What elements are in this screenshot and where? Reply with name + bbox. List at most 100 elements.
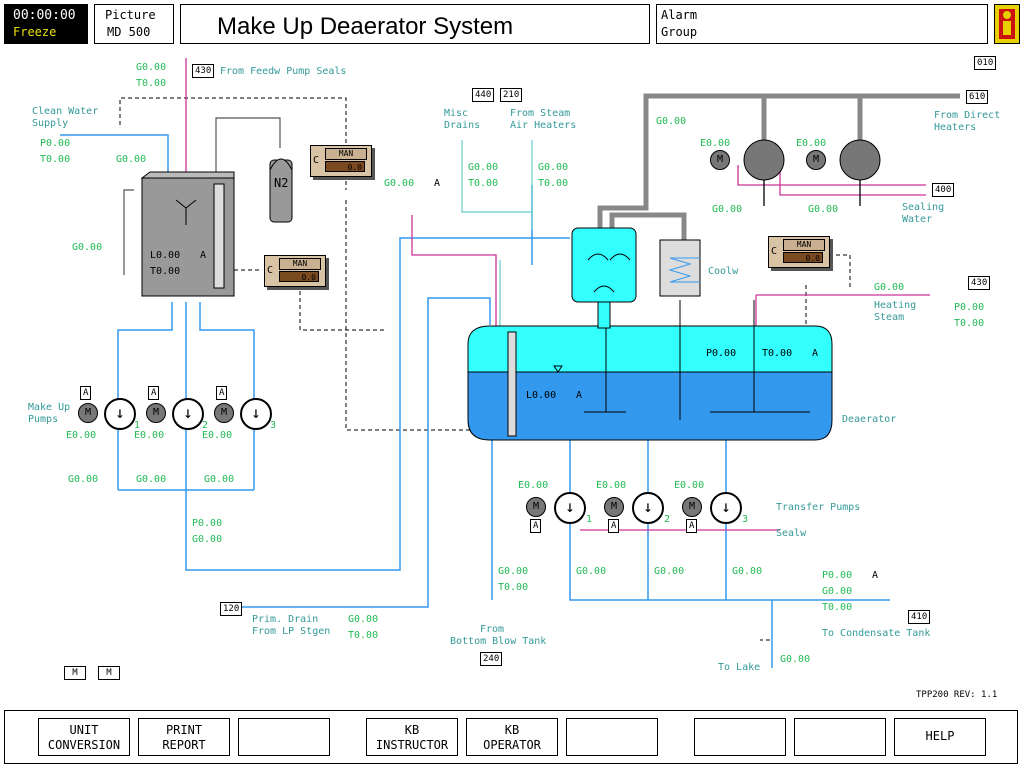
label-deaerator: Deaerator (842, 414, 897, 425)
pump-num-tp3: 3 (742, 514, 749, 525)
motor-sealing-2[interactable]: M (806, 150, 826, 170)
auto-box-mu3[interactable]: A (216, 386, 228, 400)
ref-120[interactable]: 120 (220, 602, 243, 616)
label-to-lake: To Lake (718, 662, 761, 673)
val-cw-t: T0.00 (40, 154, 71, 165)
pump-transfer-3[interactable]: ↓ (710, 492, 742, 524)
label-from-steam-2: Air Heaters (510, 120, 577, 131)
val-dea-p: P0.00 (706, 348, 737, 359)
alarm-group-button[interactable]: Alarm Group (656, 4, 988, 44)
auto-box-mu2[interactable]: A (148, 386, 160, 400)
val-cond-g: G0.00 (822, 586, 853, 597)
val-relief-g: G0.00 (384, 178, 415, 189)
motor-makeup-2[interactable]: M (146, 403, 166, 423)
controller-output: 0.0 (325, 161, 365, 172)
val-seal-g1: G0.00 (712, 204, 743, 215)
label-clean-water-1: Clean Water (32, 106, 99, 117)
emblem-logo (994, 4, 1020, 44)
motor-makeup-3[interactable]: M (214, 403, 234, 423)
controller-makeup-level[interactable]: C MAN 0.0 (310, 145, 372, 177)
val-tp-g1: G0.00 (576, 566, 607, 577)
controller-output: 0.0 (783, 252, 823, 263)
ref-410[interactable]: 410 (908, 610, 931, 624)
label-prim-1: Prim. Drain (252, 614, 319, 625)
label-coolw: Coolw (708, 266, 739, 277)
alarm-label-1: Alarm (661, 8, 698, 22)
pump-transfer-1[interactable]: ↓ (554, 492, 586, 524)
val-heat-g: G0.00 (874, 282, 905, 293)
label-prim-2: From LP Stgen (252, 626, 331, 637)
label-transfer: Transfer Pumps (776, 502, 861, 513)
label-from-steam-1: From Steam (510, 108, 571, 119)
val-cw-g: G0.00 (116, 154, 147, 165)
pump-makeup-1[interactable]: ↓ (104, 398, 136, 430)
blank-button-4[interactable] (794, 718, 886, 756)
ref-400[interactable]: 400 (932, 183, 955, 197)
pump-num-tp1: 1 (586, 514, 593, 525)
controller-mode[interactable]: MAN (279, 258, 321, 270)
controller-heating-steam[interactable]: C MAN 0.0 (768, 236, 830, 268)
revision: TPP200 REV: 1.1 (916, 690, 998, 700)
pump-num-mu1: 1 (134, 420, 141, 431)
freeze-status: Freeze (13, 25, 57, 39)
ref-430-feedw[interactable]: 430 (192, 64, 215, 78)
help-button[interactable]: HELP (894, 718, 986, 756)
picture-id: MD 500 (107, 25, 151, 39)
val-dea-t: T0.00 (762, 348, 793, 359)
blank-button-1[interactable] (238, 718, 330, 756)
motor-makeup-1[interactable]: M (78, 403, 98, 423)
val-feedw-g: G0.00 (136, 62, 167, 73)
ref-440[interactable]: 440 (472, 88, 495, 102)
label-feedw-seals: From Feedw Pump Seals (220, 66, 347, 77)
val-tp-e2: E0.00 (596, 480, 627, 491)
controller-mode[interactable]: MAN (783, 239, 825, 251)
val-bottom-t: T0.00 (498, 582, 529, 593)
pump-num-mu3: 3 (270, 420, 277, 431)
motor-transfer-2[interactable]: M (604, 497, 624, 517)
pump-makeup-3[interactable]: ↓ (240, 398, 272, 430)
val-tp-e1: E0.00 (518, 480, 549, 491)
auto-box-tp1[interactable]: A (530, 519, 542, 533)
controller-mode[interactable]: MAN (325, 148, 367, 160)
val-dea-a2: A (576, 390, 583, 401)
ref-430-steam[interactable]: 430 (968, 276, 991, 290)
auto-box-tp3[interactable]: A (686, 519, 698, 533)
motor-transfer-1[interactable]: M (526, 497, 546, 517)
val-misc-g: G0.00 (468, 162, 499, 173)
label-misc-2: Drains (444, 120, 481, 131)
val-mu-g1: G0.00 (68, 474, 99, 485)
auto-box-tp2[interactable]: A (608, 519, 620, 533)
val-dea-level: L0.00 (526, 390, 557, 401)
val-seal-e2: E0.00 (796, 138, 827, 149)
val-seal-e1: E0.00 (700, 138, 731, 149)
controller-makeup-flow[interactable]: C MAN 0.0 (264, 255, 326, 287)
label-makeup-1: Make Up (28, 402, 71, 413)
mode-button-1[interactable]: M (64, 666, 86, 680)
val-cond-p: P0.00 (822, 570, 853, 581)
ref-210[interactable]: 210 (500, 88, 523, 102)
val-misc-t: T0.00 (468, 178, 499, 189)
blank-button-2[interactable] (566, 718, 658, 756)
val-mu-e3: E0.00 (202, 430, 233, 441)
ref-010[interactable]: 010 (974, 56, 997, 70)
val-vent-g: G0.00 (656, 116, 687, 127)
motor-transfer-3[interactable]: M (682, 497, 702, 517)
val-tank-out-g: G0.00 (72, 242, 103, 253)
auto-box-mu1[interactable]: A (80, 386, 92, 400)
mode-button-2[interactable]: M (98, 666, 120, 680)
ref-610[interactable]: 610 (966, 90, 989, 104)
blank-button-3[interactable] (694, 718, 786, 756)
pump-makeup-2[interactable]: ↓ (172, 398, 204, 430)
val-cond-a: A (872, 570, 879, 581)
motor-sealing-1[interactable]: M (710, 150, 730, 170)
pump-transfer-2[interactable]: ↓ (632, 492, 664, 524)
label-misc-1: Misc (444, 108, 469, 119)
label-sealing-1: Sealing (902, 202, 945, 213)
label-heating-2: Steam (874, 312, 905, 323)
ref-240[interactable]: 240 (480, 652, 503, 666)
